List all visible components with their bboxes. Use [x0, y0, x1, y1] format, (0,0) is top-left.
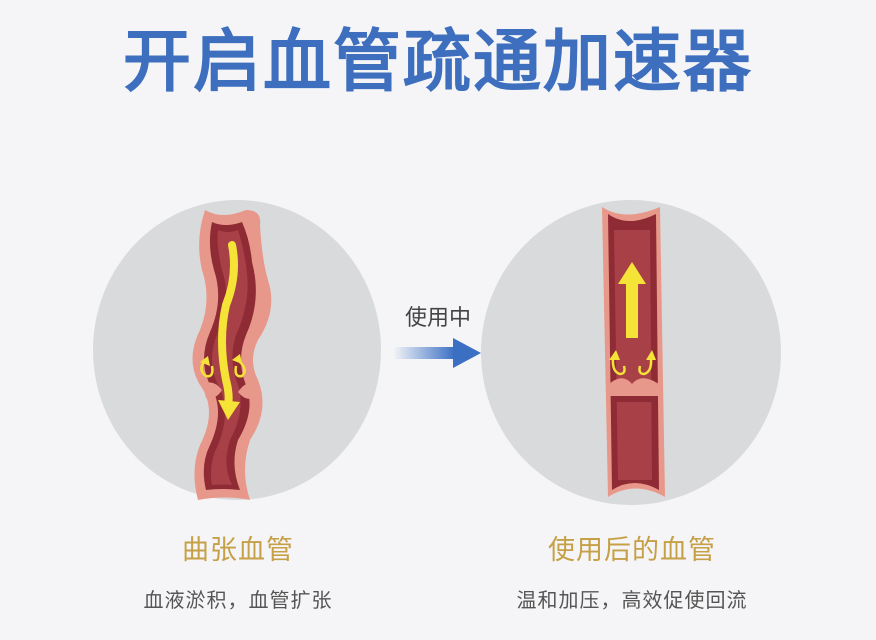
arrow-right-icon — [393, 338, 481, 368]
transition-label: 使用中 — [404, 306, 471, 331]
subcaption-before: 血液淤积，血管扩张 — [143, 588, 333, 612]
page-title: 开启血管疏通加速器 — [122, 23, 753, 102]
subcaption-after: 温和加压，高效促使回流 — [516, 588, 748, 612]
caption-after: 使用后的血管 — [548, 535, 716, 566]
caption-before: 曲张血管 — [182, 535, 294, 566]
